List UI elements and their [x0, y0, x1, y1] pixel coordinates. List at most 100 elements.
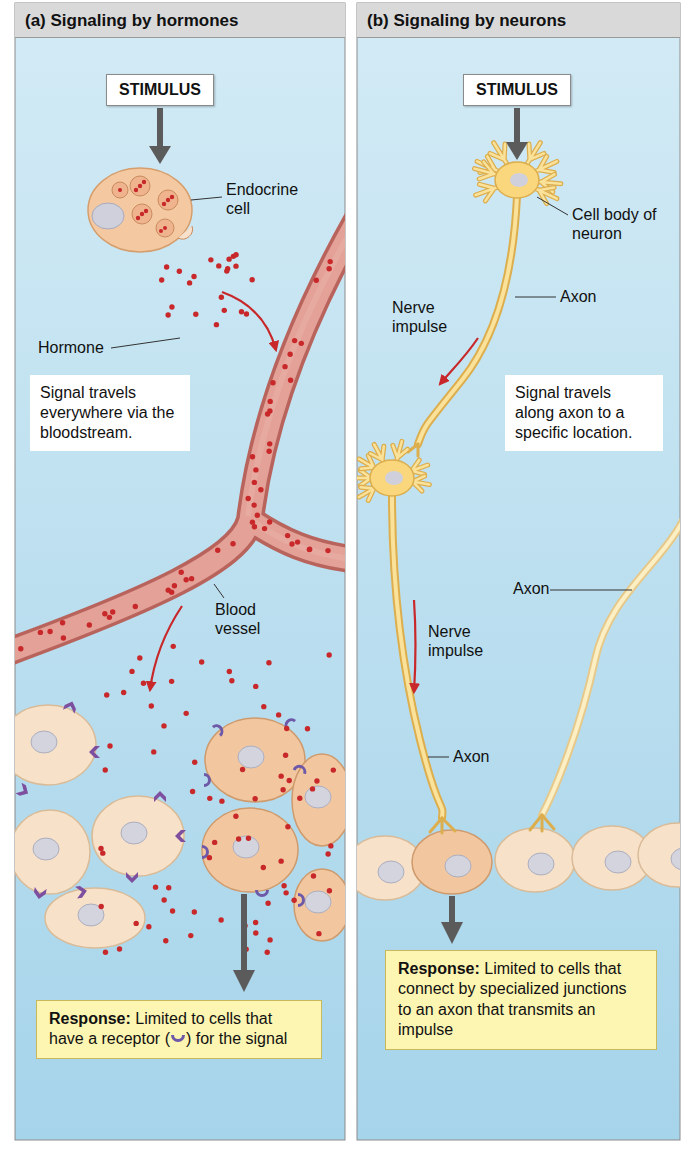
illustration-part [177, 269, 182, 274]
illustration-part [183, 577, 188, 582]
illustration-part [133, 604, 138, 609]
illustration-part [285, 824, 290, 829]
node-text: Signal travels everywhere via the bloods… [40, 384, 174, 441]
illustration-part [16, 783, 32, 799]
illustration-part [605, 851, 631, 873]
signal-label: Nerve impulse [392, 298, 464, 336]
illustration-part [284, 726, 289, 731]
illustration-part [385, 471, 403, 485]
illustration-part [262, 526, 267, 531]
illustration-part [326, 652, 331, 657]
illustration-part [137, 655, 142, 660]
illustration-part [253, 684, 258, 689]
part-label: Axon [513, 579, 549, 598]
illustration-part [240, 767, 245, 772]
panel-ground [15, 3, 345, 1140]
illustration-part [107, 743, 112, 748]
illustration-part [110, 609, 115, 614]
illustration-part [251, 502, 256, 507]
panel-header: (a) Signaling by hormones [15, 3, 345, 38]
illustration-part [15, 215, 345, 655]
illustration-part [47, 629, 52, 634]
illustration-part [250, 520, 345, 560]
illustration-part [92, 203, 124, 229]
illustration-part [282, 715, 296, 730]
illustration-part [248, 222, 345, 516]
illustration-part [15, 215, 345, 655]
illustration-part [449, 896, 455, 924]
node-text: STIMULUS [119, 81, 201, 98]
illustration-part [267, 441, 272, 446]
illustration-part [265, 901, 270, 906]
illustration-part [212, 721, 226, 736]
illustration-part [252, 521, 345, 560]
illustration-part [107, 615, 112, 620]
illustration-part [121, 822, 147, 844]
illustration-part [255, 513, 260, 518]
illustration-part [166, 198, 170, 202]
illustration-part [445, 855, 471, 877]
illustration-part [129, 669, 134, 674]
illustration-part [239, 309, 244, 314]
illustration-part [189, 576, 194, 581]
illustration-part [158, 190, 178, 210]
illustration-part [378, 861, 404, 883]
illustration-part [170, 195, 174, 199]
illustration-part [514, 108, 520, 144]
illustration-part [370, 460, 414, 496]
illustration-part [207, 796, 212, 801]
illustration-part [278, 858, 283, 863]
illustration-part [205, 718, 305, 802]
hormone-art [15, 168, 345, 955]
illustration-part [289, 541, 294, 546]
illustration-part [18, 646, 23, 651]
illustration-part [222, 308, 227, 313]
illustration-part [270, 380, 275, 385]
illustration-part [89, 746, 100, 758]
illustration-part [133, 921, 138, 926]
illustration-part [121, 690, 126, 695]
illustration-part [314, 278, 319, 283]
illustration-part [15, 810, 90, 894]
illustration-part [311, 873, 316, 878]
illustration-part [530, 815, 542, 830]
illustration-part [45, 888, 145, 948]
panel-header: (b) Signaling by neurons [357, 3, 680, 38]
illustration-part [266, 660, 271, 665]
illustration-part [192, 909, 197, 914]
illustration-part [638, 823, 680, 887]
target-cells [357, 823, 680, 900]
illustration-part [204, 773, 211, 787]
part-label: Axon [453, 747, 489, 766]
illustration-part [126, 872, 138, 883]
illustration-part [226, 256, 231, 261]
illustration-part [104, 692, 109, 697]
part-label: Cell body of neuron [572, 205, 682, 243]
illustration-part [253, 930, 258, 935]
illustration-part [542, 505, 680, 815]
illustration-part [202, 808, 298, 892]
illustration-part [99, 904, 104, 909]
illustration-part [267, 937, 272, 942]
illustration-part [212, 840, 217, 845]
illustration-part [187, 280, 192, 285]
illustration-part [111, 338, 180, 348]
illustration-part [252, 796, 257, 801]
illustration-part [310, 786, 315, 791]
illustration-part [255, 890, 269, 897]
illustration-part [297, 796, 302, 801]
illustration-part [267, 519, 272, 524]
illustration-part [31, 731, 57, 753]
illustration-part [161, 897, 166, 902]
illustration-part [214, 584, 224, 598]
neuron-art [357, 143, 680, 900]
illustration-part [325, 548, 330, 553]
illustration-part [88, 168, 192, 252]
illustration-part [233, 252, 238, 257]
illustration-part [515, 297, 556, 298]
illustration-part [295, 539, 300, 544]
illustration-part [219, 798, 224, 803]
illustration-part [156, 219, 174, 237]
illustration-part [550, 590, 632, 591]
